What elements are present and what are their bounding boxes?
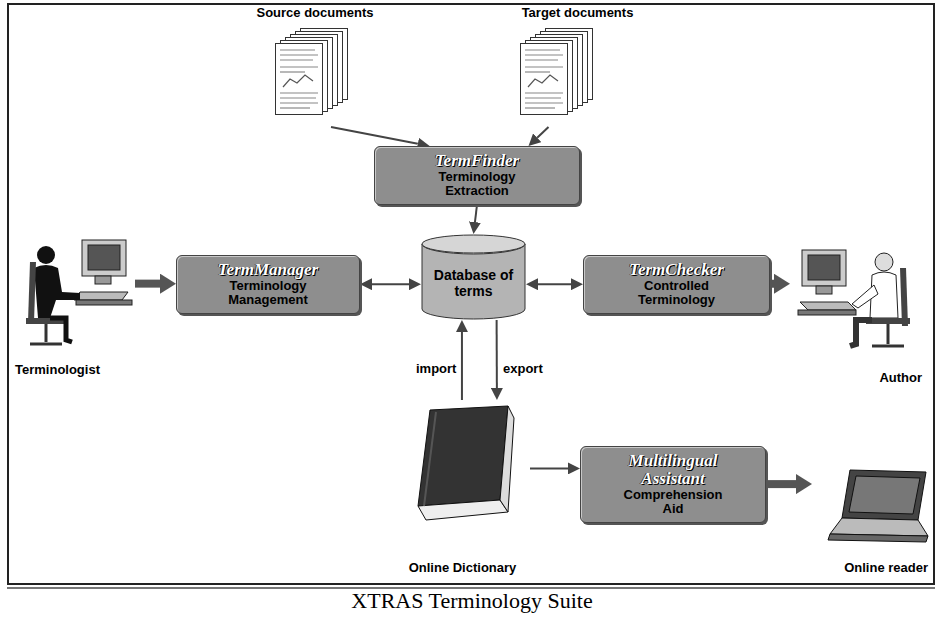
online-dictionary: Online Dictionary xyxy=(395,400,530,575)
tool-description: Terminology Extraction xyxy=(417,170,537,199)
process-box: Multilingual AssistantComprehension Aid xyxy=(580,446,766,523)
process-box: TermFinderTerminology Extraction xyxy=(374,146,580,205)
target-document-stack xyxy=(521,29,593,115)
tool-name: TermManager xyxy=(218,261,318,279)
caption: XTRAS Terminology Suite xyxy=(0,588,944,614)
online-reader: Online reader xyxy=(812,465,932,575)
figure-label: Source documents xyxy=(256,5,373,20)
figure-label: Online Dictionary xyxy=(409,560,517,575)
process-box: TermCheckerControlled Terminology xyxy=(583,255,770,314)
flow-arrow xyxy=(475,205,477,222)
figure-label: Target documents xyxy=(522,5,634,20)
tool-name: Multilingual Assistant xyxy=(613,452,733,488)
flow-arrow xyxy=(530,467,568,469)
target-documents: Target documents xyxy=(505,5,650,127)
flow-arrow xyxy=(461,332,463,400)
author: Author xyxy=(790,235,932,385)
tool-description: Comprehension Aid xyxy=(613,488,733,517)
tool-description: Controlled Terminology xyxy=(622,279,732,308)
terminologist: Terminologist xyxy=(10,225,135,377)
database-cylinder: Database of terms xyxy=(421,234,526,320)
source-document-stack xyxy=(276,29,348,115)
process-box: TermManagerTerminology Management xyxy=(176,255,360,314)
flow-arrow xyxy=(372,283,409,285)
flow-arrow xyxy=(331,127,418,144)
flow-arrow xyxy=(496,320,498,388)
terminologist-figure xyxy=(26,240,132,344)
tool-name: TermChecker xyxy=(629,261,724,279)
user-arrow xyxy=(135,280,160,288)
source-documents: Source documents xyxy=(235,5,395,127)
edge-label: export xyxy=(501,361,545,376)
user-arrow xyxy=(766,480,796,488)
user-arrow xyxy=(770,280,774,288)
figure-label: Author xyxy=(879,370,922,385)
edge-label: import xyxy=(414,361,458,376)
tool-name: TermFinder xyxy=(435,152,519,170)
figure-label: Online reader xyxy=(844,560,928,575)
author-figure xyxy=(798,250,910,346)
database-label: Database of terms xyxy=(432,268,516,299)
laptop-icon xyxy=(828,470,928,542)
book-icon xyxy=(418,406,514,520)
figure-label: Terminologist xyxy=(15,362,100,377)
flow-arrow xyxy=(537,127,548,138)
tool-description: Terminology Management xyxy=(213,279,323,308)
flow-arrow xyxy=(538,283,571,285)
